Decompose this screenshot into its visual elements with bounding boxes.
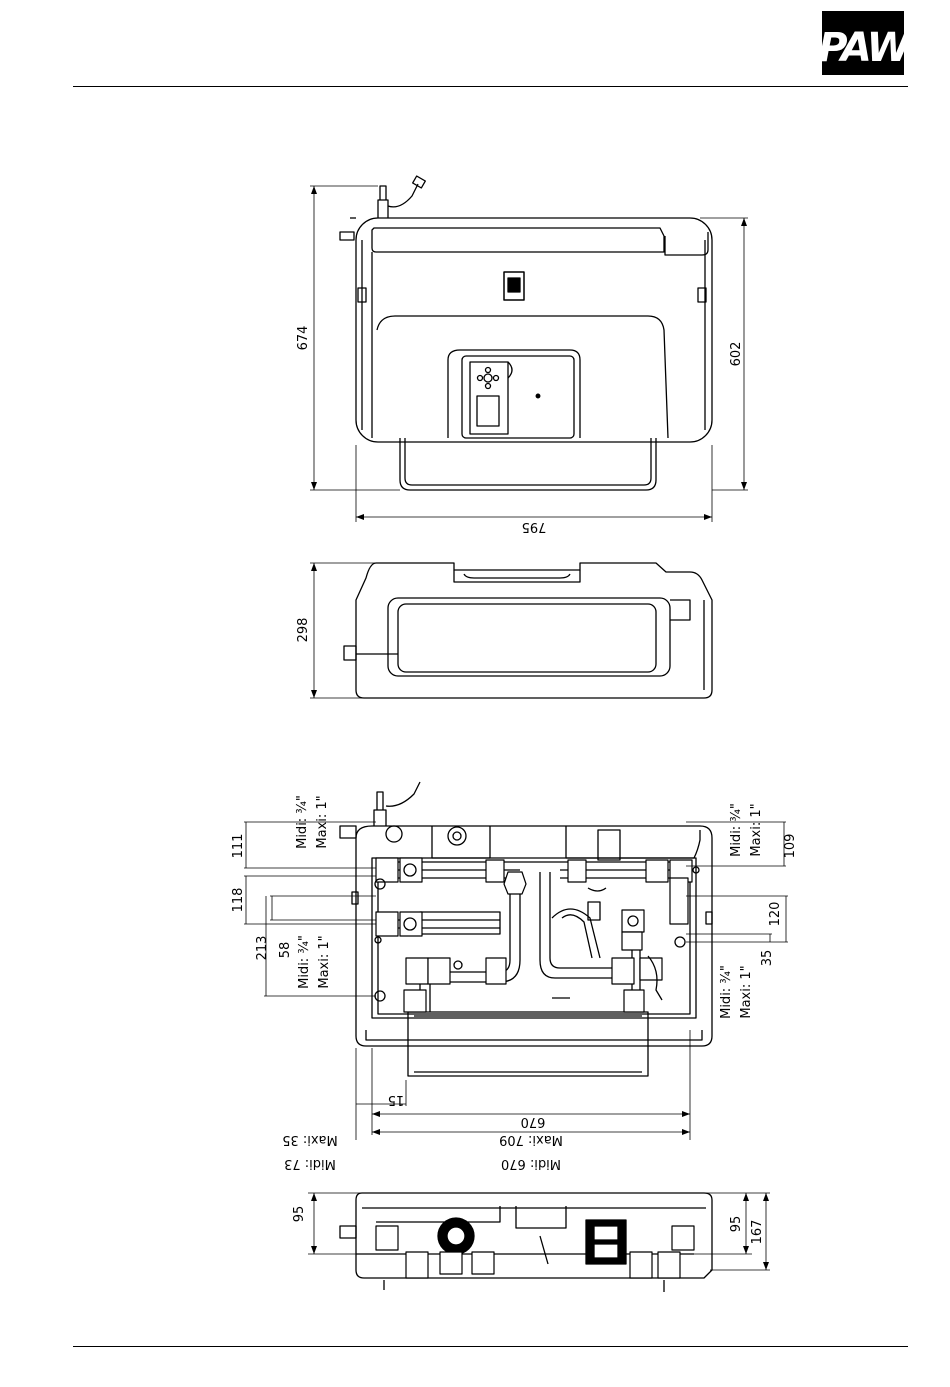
label-center-midi-670: Midi: 670 (501, 1156, 561, 1171)
front-view (340, 176, 712, 490)
label-left-top-maxi: Maxi: 1" (315, 795, 330, 848)
dim-109: 109 (783, 834, 798, 859)
dim-298: 298 (296, 618, 311, 643)
dim-118: 118 (231, 888, 246, 913)
dim-602: 602 (729, 342, 744, 367)
label-right-low-maxi: Maxi: 1" (739, 965, 754, 1018)
label-right-top-maxi: Maxi: 1" (749, 803, 764, 856)
label-left-top-midi: Midi: ¾" (295, 795, 310, 849)
side-dimensions (310, 563, 376, 698)
label-right-top-midi: Midi: ¾" (729, 803, 744, 857)
dim-35: 35 (760, 950, 775, 967)
label-right-low-midi: Midi: ¾" (719, 965, 734, 1019)
dim-795: 795 (522, 519, 547, 534)
label-left-maxi-35: Maxi: 35 (282, 1132, 338, 1147)
dim-111: 111 (231, 834, 246, 859)
dim-670: 670 (521, 1114, 546, 1129)
dim-213: 213 (255, 936, 270, 961)
label-left-low-midi: Midi: ¾" (297, 935, 312, 989)
label-left-low-maxi: Maxi: 1" (317, 935, 332, 988)
front-dimensions (310, 186, 748, 522)
dim-bottom-167: 167 (750, 1220, 765, 1245)
dim-15: 15 (388, 1092, 405, 1107)
dim-bottom-left-95: 95 (292, 1206, 307, 1223)
open-view (340, 782, 712, 1076)
bottom-view (340, 1193, 712, 1292)
dim-674: 674 (296, 326, 311, 351)
dim-bottom-right-95: 95 (729, 1216, 744, 1233)
label-center-maxi-709: Maxi: 709 (499, 1132, 563, 1147)
dim-58: 58 (278, 942, 293, 959)
side-view (344, 563, 712, 698)
label-left-midi-73: Midi: 73 (284, 1156, 336, 1171)
dim-120: 120 (768, 902, 783, 927)
